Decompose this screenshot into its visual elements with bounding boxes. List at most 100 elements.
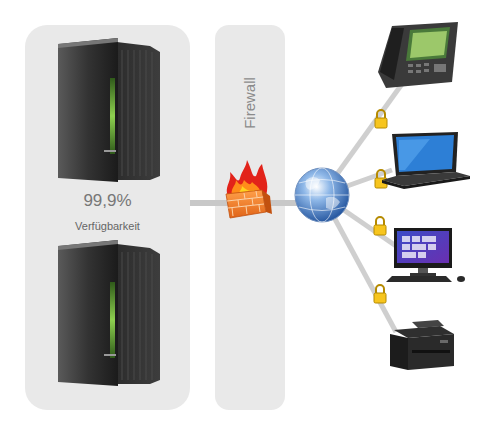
printer	[390, 320, 454, 370]
printer-part	[412, 350, 450, 353]
network-wire-part	[215, 200, 300, 206]
ip-phone-part-part	[424, 69, 429, 72]
firewall-icon-part-part	[252, 198, 253, 205]
server-tower-part-part	[152, 52, 153, 176]
printer-part	[390, 334, 408, 370]
laptop-part	[396, 135, 454, 172]
laptop	[382, 132, 470, 189]
padlock-icon-part-part	[375, 118, 387, 128]
padlock-icon-part-part	[377, 110, 385, 118]
padlock-icon-part-part	[375, 178, 387, 188]
desktop-pc-part-part	[418, 252, 426, 258]
padlock-icon-part	[375, 110, 387, 128]
padlock-icon-part-part	[376, 285, 384, 293]
server-tower-part	[122, 50, 152, 176]
firewall-label: Firewall	[242, 77, 259, 129]
server-tower	[58, 240, 160, 386]
padlock-icon-part	[374, 217, 386, 235]
firewall-icon-part	[232, 180, 261, 196]
printer-part	[412, 320, 444, 328]
network-connector	[190, 200, 215, 206]
printer-part	[394, 326, 454, 338]
firewall-icon-part	[262, 190, 272, 214]
network-wire-part	[322, 195, 396, 246]
desktop-pc-part	[418, 268, 428, 273]
internet-globe-part	[295, 168, 349, 222]
server-tower-part-part	[152, 254, 153, 380]
ip-phone-part	[410, 31, 447, 58]
desktop-pc-part-part	[402, 244, 410, 250]
firewall-icon-part-part	[256, 191, 257, 197]
desktop-pc-part-part	[412, 236, 420, 242]
server-tower-part	[110, 78, 115, 154]
padlock-icon	[374, 110, 387, 303]
server-tower-part-part	[140, 50, 141, 176]
firewall-icon-part-part	[246, 206, 247, 214]
ip-phone-part-part	[424, 63, 429, 66]
firewall-icon-part-part	[228, 204, 264, 208]
ip-phone-part	[378, 22, 458, 88]
server-tower-part	[58, 240, 118, 250]
server-tower-part-part	[134, 252, 135, 380]
ip-phone-part	[408, 63, 446, 73]
firewall-icon-part-part	[244, 193, 245, 199]
desktop-pc-part-part	[402, 236, 410, 242]
desktop-pc-part-part	[402, 252, 416, 258]
desktop-pc-part	[386, 276, 452, 282]
desktop-pc-part-part	[422, 236, 436, 242]
laptop-part	[392, 132, 458, 176]
server-tower-part	[58, 240, 118, 386]
firewall-icon	[226, 160, 272, 218]
desktop-pc-part	[394, 228, 452, 268]
padlock-icon-part	[375, 170, 387, 188]
firewall-icon-part-part	[259, 205, 260, 212]
server-tower-part	[104, 150, 116, 152]
server-tower-part	[58, 38, 118, 182]
availability-label: Verfügbarkeit	[75, 220, 140, 232]
firewall-band: Firewall	[215, 25, 285, 410]
ip-phone-part-part	[408, 64, 413, 67]
desktop-pc-part	[410, 273, 436, 276]
firewall-icon-part-part	[238, 200, 239, 207]
ip-phone-part	[380, 28, 404, 80]
network-wire	[215, 84, 402, 332]
server-tower-part-part	[146, 252, 147, 380]
network-wire-part	[322, 170, 392, 195]
desktop-pc-part	[457, 276, 465, 282]
server-tower-part-part	[134, 50, 135, 176]
desktop-pc-part-part	[412, 244, 426, 250]
printer-part	[408, 334, 454, 370]
desktop-pc-part-part	[428, 244, 436, 250]
internet-globe	[295, 168, 349, 222]
ip-phone-part-part	[416, 70, 421, 73]
availability-value: 99,9%	[83, 192, 131, 211]
ip-phone-part	[406, 27, 450, 61]
server-tower-part	[110, 282, 115, 358]
laptop-part	[399, 139, 430, 170]
ip-phone-part-part	[416, 64, 421, 67]
network-wire-part	[322, 195, 396, 332]
server-tower-part-part	[140, 252, 141, 380]
server-tower-part-part	[122, 252, 123, 380]
firewall-icon-part	[227, 160, 267, 196]
desktop-pc-part	[397, 231, 449, 263]
server-tower-part	[100, 40, 160, 180]
ip-phone-part-part	[408, 70, 413, 73]
laptop-part	[382, 176, 470, 189]
desktop-pc	[386, 228, 465, 282]
internet-globe-part	[306, 177, 341, 209]
server-tower-part	[100, 242, 160, 384]
padlock-icon-part	[374, 285, 386, 303]
desktop-pc-part	[402, 236, 436, 258]
laptop-part	[382, 172, 470, 186]
firewall-icon-part	[226, 190, 266, 218]
padlock-icon-part-part	[377, 170, 385, 178]
connector-layer	[190, 203, 215, 204]
server-tower-part	[104, 354, 116, 356]
firewall-icon-part	[227, 191, 264, 216]
server-tower	[58, 38, 160, 182]
server-cluster-panel: 99,9% Verfügbarkeit	[25, 25, 190, 410]
network-wire-part	[322, 84, 402, 195]
